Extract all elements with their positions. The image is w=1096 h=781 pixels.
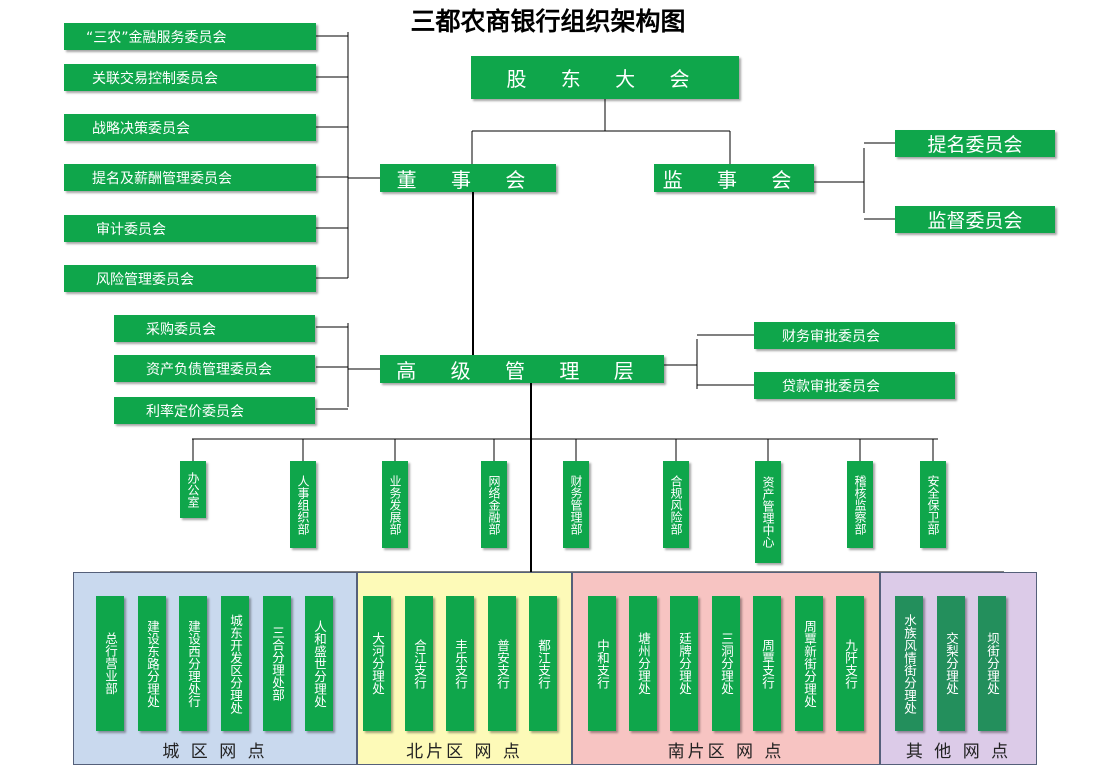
branch-box: 普安支行 (488, 596, 516, 731)
department-box: 安全保卫部 (920, 461, 946, 548)
branch-box: 塘州分理处 (629, 596, 657, 731)
department-box: 合规风险部 (663, 461, 689, 548)
board-committee-box: 风险管理委员会 (64, 265, 316, 292)
region-label: 南片区 网 点 (667, 742, 785, 762)
shareholders-box: 股 东 大 会 (471, 56, 739, 99)
board-committee-box: 战略决策委员会 (64, 114, 316, 141)
department-box: 稽核监察部 (847, 461, 873, 548)
branch-box: 廷牌分理处 (670, 596, 698, 731)
branch-box: 大河分理处 (363, 596, 391, 731)
branch-box: 三洞分理处 (712, 596, 740, 731)
department-box: 财务管理部 (563, 461, 589, 548)
department-box: 人事组织部 (290, 461, 316, 548)
branch-box: 建设东路分理处 (138, 596, 166, 731)
branch-box: 人和盛世分理处 (305, 596, 333, 731)
board-committee-box: 提名及薪酬管理委员会 (64, 164, 316, 191)
branch-box: 坝街分理处 (978, 596, 1006, 731)
branch-box: 周覃支行 (753, 596, 781, 731)
supervisor-committee-box: 监督委员会 (895, 206, 1055, 233)
branch-box: 总行营业部 (96, 596, 124, 731)
department-box: 资产管理中心 (755, 461, 781, 563)
management-committee-box: 贷款审批委员会 (754, 372, 955, 399)
region-label: 北片区 网 点 (406, 742, 523, 762)
branch-box: 城东开发区分理处 (221, 596, 249, 731)
region-label: 其 他 网 点 (905, 742, 1012, 762)
page-title: 三都农商银行组织架构图 (410, 7, 686, 36)
branch-box: 交梨分理处 (937, 596, 965, 731)
board-committee-box: 审计委员会 (64, 215, 316, 242)
branch-box: 三合分理处部 (263, 596, 291, 731)
branch-box: 都江支行 (529, 596, 557, 731)
board-box: 董 事 会 (380, 164, 556, 192)
branch-box: 合江支行 (405, 596, 433, 731)
department-box: 办公室 (180, 461, 206, 518)
management-committee-box: 采购委员会 (114, 315, 315, 342)
branch-box: 九阡支行 (836, 596, 864, 731)
supervisors-box: 监 事 会 (654, 164, 814, 192)
department-box: 业务发展部 (382, 461, 408, 548)
branch-box: 周覃新街分理处 (795, 596, 823, 731)
board-committee-box: 关联交易控制委员会 (64, 64, 316, 91)
management-committee-box: 利率定价委员会 (114, 397, 315, 424)
department-box: 网络金融部 (481, 461, 507, 548)
branch-box: 水族风情街分理处 (895, 596, 923, 731)
supervisor-committee-box: 提名委员会 (895, 130, 1055, 157)
branch-box: 丰乐支行 (446, 596, 474, 731)
management-box: 高 级 管 理 层 (380, 355, 664, 383)
management-committee-box: 资产负债管理委员会 (114, 355, 315, 382)
branch-box: 建设西分理处行 (179, 596, 207, 731)
management-committee-box: 财务审批委员会 (754, 322, 955, 349)
board-committee-box: “三农”金融服务委员会 (64, 23, 316, 50)
branch-box: 中和支行 (588, 596, 616, 731)
region-label: 城 区 网 点 (162, 742, 268, 762)
